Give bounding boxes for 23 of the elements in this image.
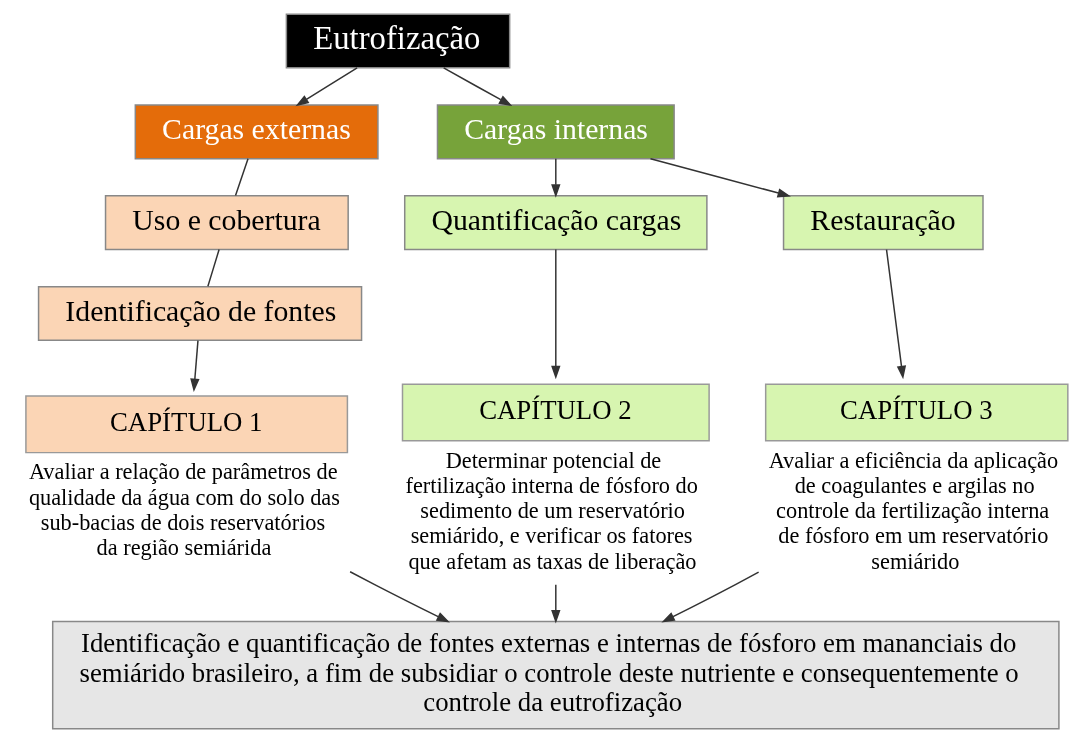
arrow [550, 248, 560, 380]
arrow [295, 67, 358, 107]
node-label: Avaliar a relação de parâmetros de qualidade da água com do solo das sub-bacias de dois reservatórios da região semiárida [28, 459, 340, 561]
node-box: Quantificação cargas [403, 195, 708, 251]
node-box: Uso e cobertura [104, 195, 349, 251]
arrow [550, 158, 560, 198]
connector [206, 248, 220, 288]
arrow [649, 158, 791, 198]
node-label: Avaliar a eficiência da aplicação de coagulantes e argilas no controle da fertilização interna de fósforo em um reservatório semiárido [768, 447, 1058, 574]
arrow [550, 584, 560, 624]
node-box: Cargas internas [436, 104, 675, 160]
arrow [189, 339, 200, 392]
arrow [660, 571, 759, 623]
arrow [885, 248, 906, 380]
arrow [442, 67, 512, 107]
node-label: Determinar potencial de fertilização interna de fósforo do sedimento de um reservatório semiárido, e verificar os fatores que afetam as taxas de liberação [404, 447, 698, 574]
node-box: Cargas externas [134, 104, 379, 160]
connector [234, 158, 249, 197]
node-box: Identificação de fontes [37, 285, 362, 341]
node-box: Eutrofização [285, 13, 510, 69]
node-box: Identificação e quantificação de fontes externas e internas de fósforo em mananciais do semiárido brasileiro, a fim de subsidiar o controle deste nutriente e consequentemente o controle da eutrofização [51, 620, 1060, 730]
node-box: Restauração [782, 195, 984, 251]
arrow [348, 571, 450, 623]
